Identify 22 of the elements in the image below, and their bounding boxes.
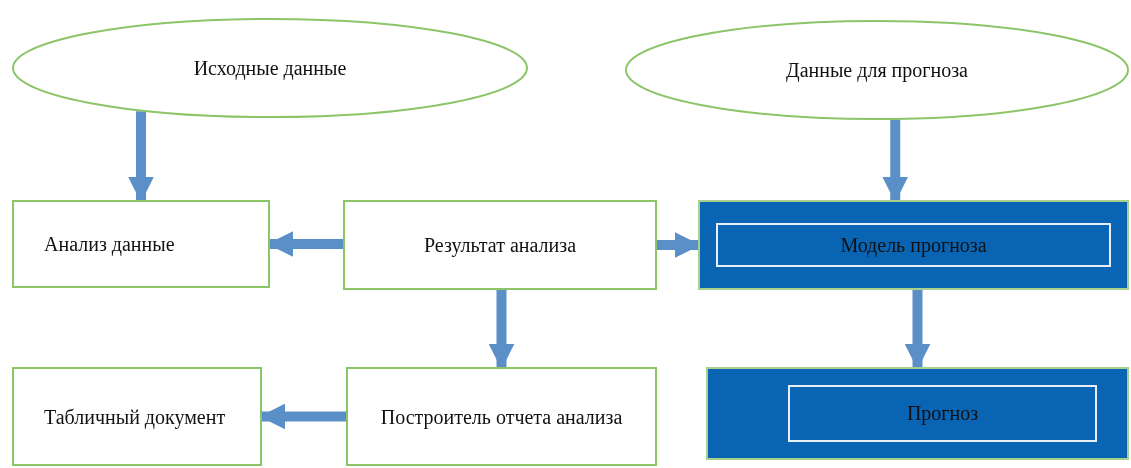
node-label: Данные для прогноза bbox=[786, 58, 968, 84]
process-box bbox=[346, 367, 657, 466]
highlighted-box bbox=[706, 367, 1129, 460]
block-arrow bbox=[267, 231, 343, 257]
highlighted-box bbox=[698, 200, 1129, 290]
node-label: Исходные данные bbox=[193, 56, 347, 82]
process-box bbox=[343, 200, 657, 290]
block-arrow bbox=[882, 119, 909, 203]
process-box bbox=[12, 200, 270, 288]
node-label: Табличный документ bbox=[44, 404, 226, 431]
process-box bbox=[12, 367, 262, 466]
node-label: Анализ данные bbox=[44, 232, 175, 258]
block-arrow bbox=[488, 290, 515, 370]
node-label: Построитель отчета анализа bbox=[380, 404, 623, 431]
node-label: Результат анализа bbox=[423, 233, 577, 259]
node-label: Прогноз bbox=[906, 401, 979, 427]
block-arrow bbox=[259, 403, 346, 430]
node-label: Модель прогноза bbox=[840, 233, 987, 259]
block-arrow bbox=[128, 111, 154, 203]
ellipse-node bbox=[625, 20, 1129, 120]
block-arrow bbox=[904, 290, 931, 370]
ellipse-node bbox=[12, 18, 528, 118]
